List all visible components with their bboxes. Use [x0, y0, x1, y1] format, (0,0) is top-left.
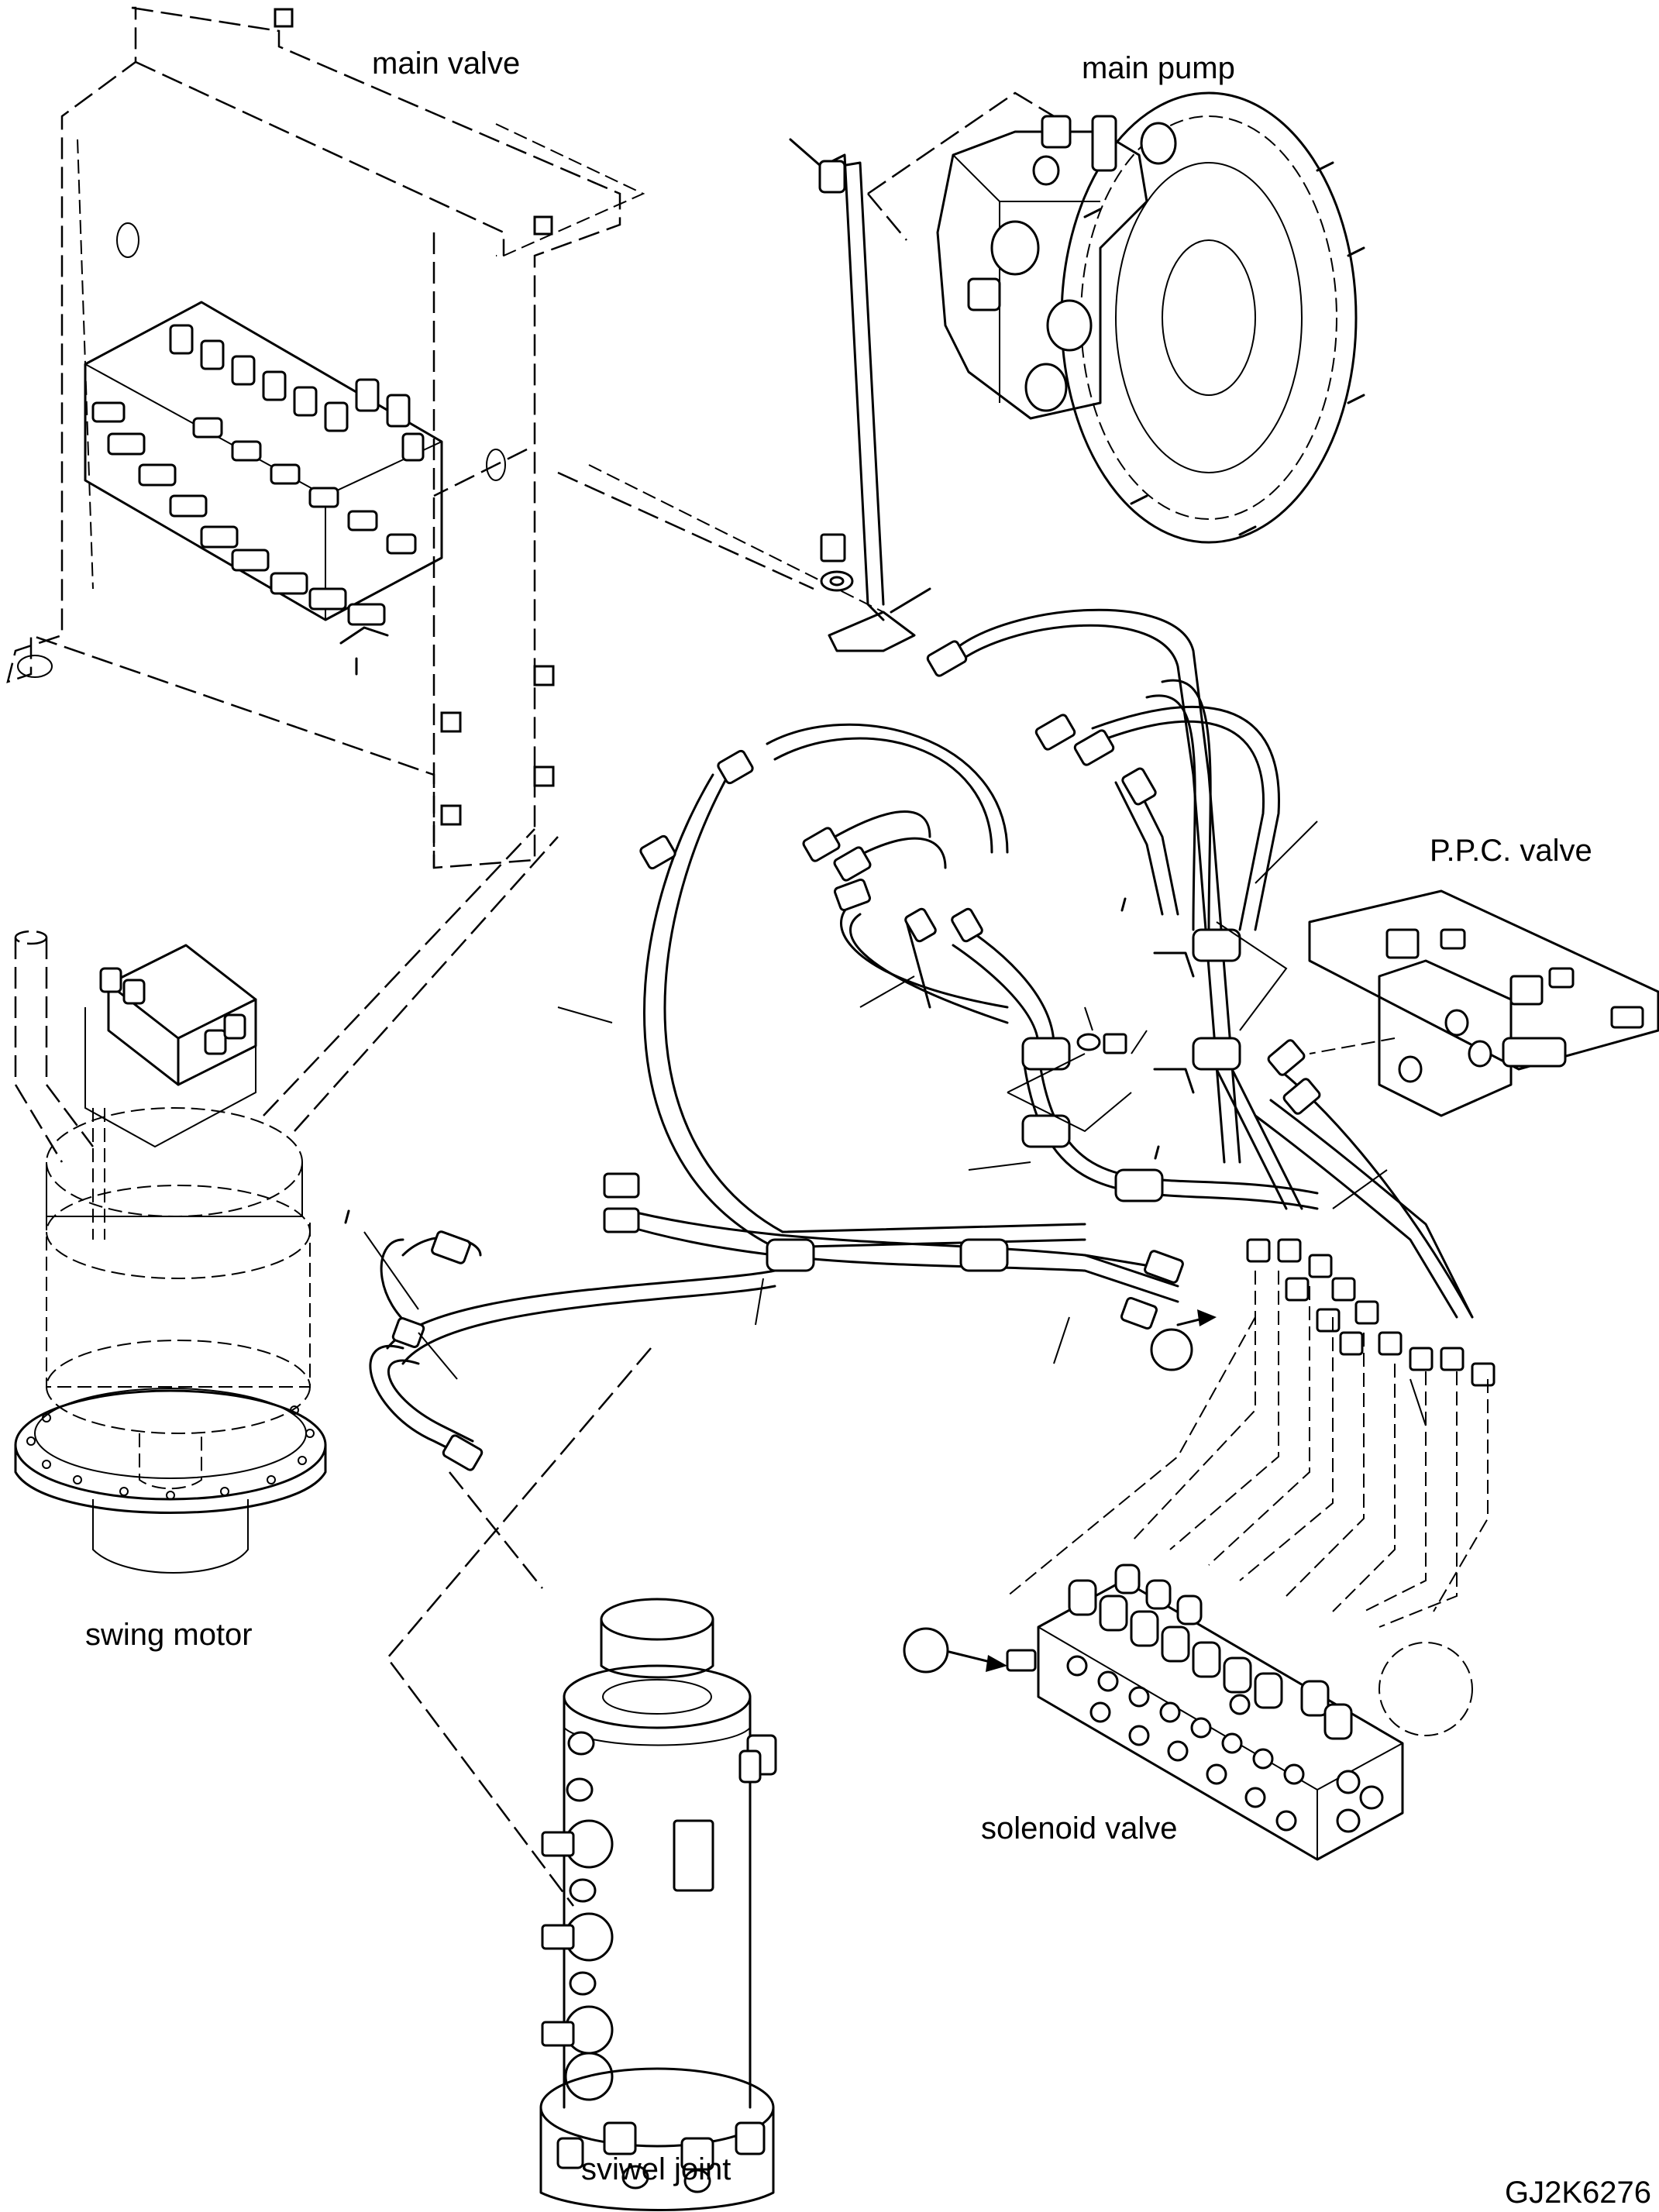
main-valve-drawing: [6, 6, 884, 869]
hose-assembly-drawing: [344, 608, 1496, 1674]
main-pump-drawing: [867, 91, 1365, 544]
ppc-valve-label: P.P.C. valve: [1430, 834, 1592, 868]
ppc-valve-drawing: [1308, 889, 1659, 1117]
solenoid-valve-drawing: [1006, 1564, 1473, 1861]
main-valve-label: main valve: [372, 46, 521, 81]
pump-pipe-drawing: [789, 138, 931, 652]
drawing-code: GJ2K6276: [1505, 2176, 1652, 2210]
swivel-joint-drawing: [386, 1347, 777, 2211]
swivel-joint-label: sviwel joint: [581, 2152, 731, 2186]
solenoid-connection-leaders: [1007, 1271, 1489, 1628]
main-pump-label: main pump: [1082, 51, 1235, 85]
swing-motor-drawing: [14, 828, 559, 1574]
solenoid-valve-label: solenoid valve: [981, 1811, 1178, 1846]
swing-motor-label: swing motor: [85, 1618, 253, 1652]
